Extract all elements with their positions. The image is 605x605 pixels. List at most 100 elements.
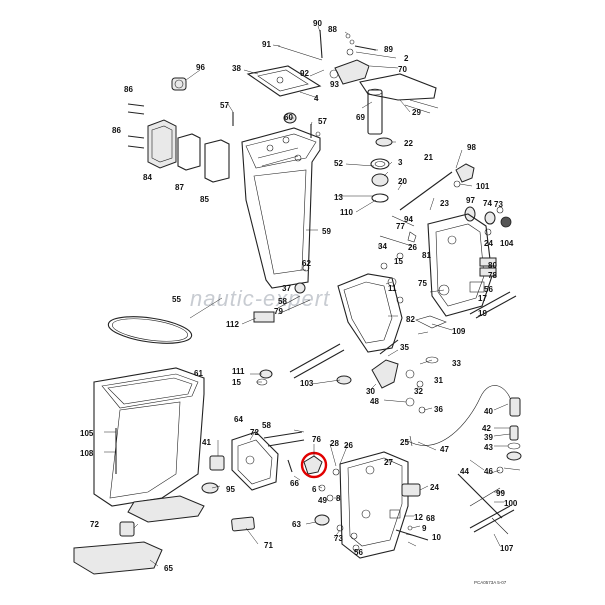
part-stern-bracket-center	[337, 215, 417, 353]
label-111: 111	[232, 367, 245, 376]
part-111-15-washer	[256, 369, 273, 386]
label-48: 48	[370, 397, 379, 406]
label-97: 97	[466, 196, 475, 205]
label-23: 23	[440, 199, 449, 208]
label-31: 31	[434, 376, 443, 385]
part-87-pad	[177, 133, 201, 171]
part-22-3-52-rings	[370, 137, 393, 203]
part-44-108-rod	[457, 466, 521, 535]
label-27: 27	[384, 458, 393, 467]
label-20: 20	[398, 177, 407, 186]
label-2: 2	[404, 54, 409, 63]
part-28-highlighted	[303, 455, 323, 475]
label-37: 37	[282, 284, 291, 293]
label-32: 32	[414, 387, 423, 396]
part-98-21-shaft	[399, 163, 475, 211]
label-46: 46	[484, 467, 493, 476]
label-62: 62	[302, 259, 311, 268]
part-90-91-shaft	[277, 29, 323, 61]
label-63: 63	[292, 520, 301, 529]
label-12: 12	[414, 513, 423, 522]
label-4: 4	[314, 94, 319, 103]
label-101: 101	[476, 182, 490, 191]
label-33: 33	[452, 359, 461, 368]
label-55: 55	[172, 295, 181, 304]
label-74: 74	[483, 199, 492, 208]
label-65: 65	[164, 564, 173, 573]
part-97-104-hardware	[464, 206, 512, 236]
label-24a: 24	[484, 239, 493, 248]
label-98: 98	[467, 143, 476, 152]
part-96-bushing	[171, 77, 187, 91]
label-72a: 41	[202, 438, 211, 447]
label-105: 105	[80, 429, 94, 438]
label-30: 30	[366, 387, 375, 396]
label-88: 88	[328, 25, 337, 34]
label-78: 78	[488, 271, 497, 280]
label-29: 29	[412, 108, 421, 117]
label-81: 81	[422, 251, 431, 260]
label-75: 75	[418, 279, 427, 288]
label-100: 100	[504, 499, 518, 508]
part-92-93-bracket	[329, 59, 370, 85]
leader-lines	[104, 25, 511, 567]
label-79: 79	[274, 307, 283, 316]
part-tilt-lever-assembly	[371, 339, 439, 389]
label-24b: 24	[430, 483, 439, 492]
label-72b: 72	[90, 520, 99, 529]
label-19: 19	[478, 309, 487, 318]
label-60: 60	[284, 113, 293, 122]
part-82-109-plate	[415, 315, 453, 331]
label-99: 99	[496, 489, 505, 498]
label-91: 91	[262, 40, 271, 49]
part-17-clamp-screw	[469, 291, 517, 319]
label-26b: 28	[330, 439, 339, 448]
label-49: 49	[318, 496, 327, 505]
label-86b: 86	[112, 126, 121, 135]
part-65-pan	[73, 541, 163, 575]
part-66-6-49-8-hardware	[287, 459, 340, 502]
label-85: 85	[200, 195, 209, 204]
part-61-lower-cowl	[93, 367, 205, 523]
label-95: 95	[226, 485, 235, 494]
label-90: 90	[313, 19, 322, 28]
part-23-swivel-bracket	[427, 213, 497, 317]
label-56a: 56	[484, 285, 493, 294]
label-70: 70	[398, 65, 407, 74]
part-57-screws	[232, 112, 321, 138]
label-73: 73	[494, 200, 503, 209]
label-26: 26	[408, 243, 417, 252]
label-57b: 57	[318, 117, 327, 126]
watermark-text: nautic-expert	[190, 286, 330, 311]
part-64-76-bracket	[231, 431, 279, 491]
label-39: 47	[440, 445, 449, 454]
label-17: 17	[478, 294, 487, 303]
label-15b: 15	[232, 378, 241, 387]
label-93: 93	[330, 80, 339, 89]
label-34: 34	[378, 242, 387, 251]
label-109: 109	[452, 327, 466, 336]
label-80: 80	[488, 261, 497, 270]
label-84: 84	[143, 173, 152, 182]
label-61: 61	[194, 369, 203, 378]
label-94: 94	[404, 215, 413, 224]
part-84-pad	[147, 119, 177, 169]
label-87: 87	[175, 183, 184, 192]
label-15a: 15	[394, 257, 403, 266]
label-22: 22	[404, 139, 413, 148]
part-86-pins	[127, 103, 145, 149]
label-13: 13	[334, 193, 343, 202]
part-29-steering-arm	[359, 73, 439, 135]
label-92: 92	[300, 69, 309, 78]
label-58b: 58	[262, 421, 271, 430]
part-63-73-bushing	[314, 514, 344, 532]
label-25: 26	[344, 441, 353, 450]
label-77: 77	[396, 222, 405, 231]
part-72-grommets	[119, 455, 225, 537]
part-88-89-screws	[345, 33, 377, 56]
part-85-gasket	[204, 139, 230, 183]
part-55-seal	[107, 316, 193, 344]
label-47: 25	[400, 438, 409, 447]
